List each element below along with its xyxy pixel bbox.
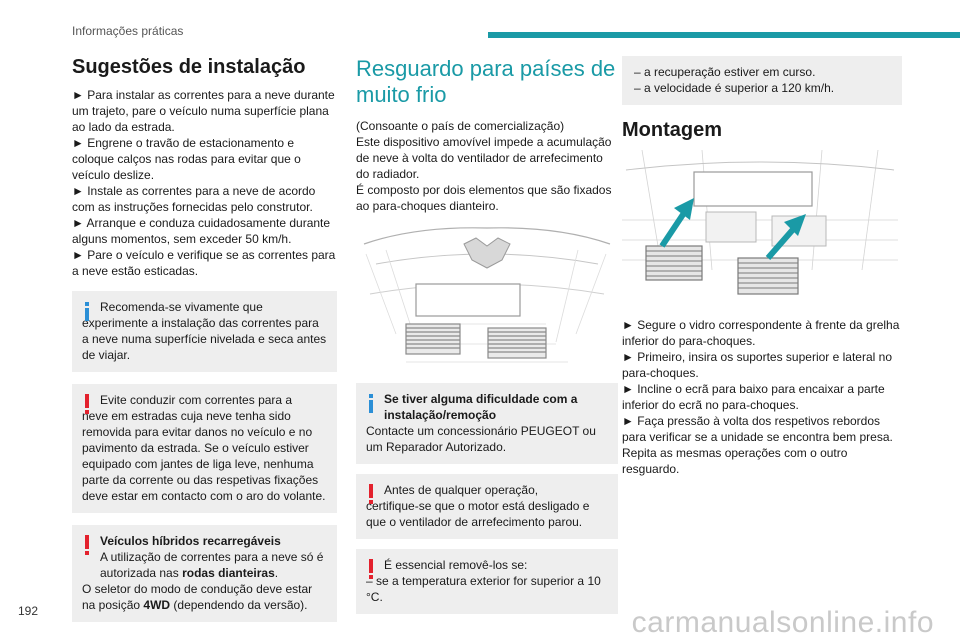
column-cold-climate-screen: Resguardo para países de muito frio (Con…: [356, 56, 618, 614]
warning-box-hybrid: Veículos híbridos recarregáveis A utiliz…: [72, 525, 337, 622]
warning-box: Evite conduzir com correntes para a neve…: [72, 384, 337, 513]
step: ► Incline o ecrã para baixo para encaixa…: [622, 382, 885, 412]
column-installation-tips: Sugestões de instalação ► Para instalar …: [72, 56, 337, 622]
warning-icon: [366, 559, 376, 581]
section-title-installation: Sugestões de instalação: [72, 56, 306, 78]
paragraph: Este dispositivo amovível impede a acumu…: [356, 135, 612, 181]
warning-box-removal: É essencial removê-los se: – se a temper…: [356, 549, 618, 614]
running-header: Informações práticas: [72, 24, 184, 38]
mounting-illustration: [622, 149, 902, 305]
step: ► Pare o veículo e verifique se as corre…: [72, 248, 336, 278]
warning-icon: [82, 535, 92, 557]
info-box-support: Se tiver alguma dificuldade com a instal…: [356, 383, 618, 464]
info-icon: [366, 393, 376, 415]
step: ► Faça pressão à volta dos respetivos re…: [622, 414, 893, 444]
arrow-icon: [765, 214, 806, 260]
page-number: 192: [18, 604, 39, 618]
front-bumper-image: [356, 224, 618, 372]
warning-icon: [366, 484, 376, 506]
arrow-icon: [659, 198, 694, 248]
step: ► Instale as correntes para a neve de ac…: [72, 184, 316, 214]
step: ► Para instalar as correntes para a neve…: [72, 88, 335, 134]
mounting-image: [622, 149, 898, 300]
bumper-illustration: [356, 224, 618, 377]
step: ► Primeiro, insira os suportes superior …: [622, 350, 892, 380]
step: Repita as mesmas operações com o outro r…: [622, 446, 848, 476]
section-title-cold-screen: Resguardo para países de muito frio: [356, 56, 616, 107]
header-accent-bar: [488, 32, 960, 38]
watermark: carmanualsonline.info: [631, 606, 934, 639]
paragraph: (Consoante o país de comercialização): [356, 119, 565, 133]
column-mounting: – a recuperação estiver em curso. – a ve…: [622, 56, 902, 477]
step: ► Segure o vidro correspondente à frente…: [622, 318, 900, 348]
info-icon: [82, 301, 92, 323]
step: ► Engrene o travão de estacionamento e c…: [72, 136, 301, 182]
installation-steps: ► Para instalar as correntes para a neve…: [72, 87, 337, 279]
warning-icon: [82, 394, 92, 416]
mounting-steps: ► Segure o vidro correspondente à frente…: [622, 317, 902, 477]
section-title-mounting: Montagem: [622, 119, 722, 141]
paragraph: É composto por dois elementos que são fi…: [356, 183, 612, 213]
warning-box-before-operation: Antes de qualquer operação, certifique-s…: [356, 474, 618, 539]
info-box: Recomenda-se vivamente que experimente a…: [72, 291, 337, 372]
conditions-box: – a recuperação estiver em curso. – a ve…: [622, 56, 902, 105]
step: ► Arranque e conduza cuidadosamente dura…: [72, 216, 331, 246]
